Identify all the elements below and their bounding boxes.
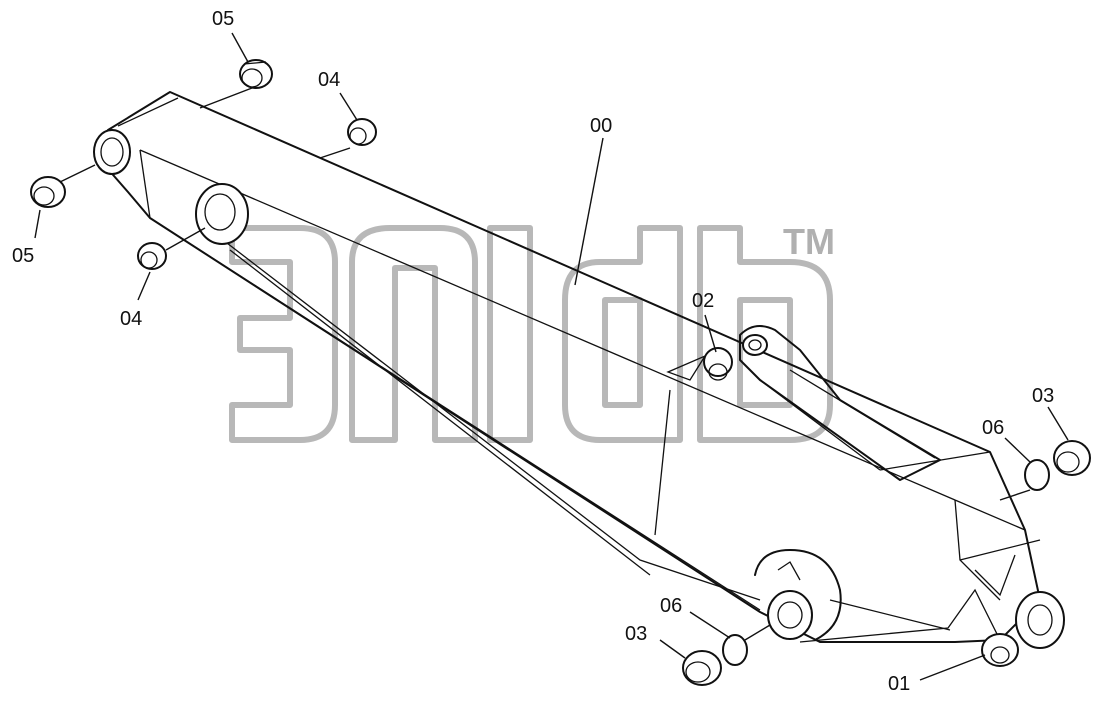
label-05-left: 05	[12, 245, 34, 267]
label-06-right: 06	[982, 417, 1004, 439]
label-03-right: 03	[1032, 385, 1054, 407]
label-05-top: 05	[212, 8, 234, 30]
ring-06-right	[1024, 459, 1050, 491]
leader-lines	[34, 32, 1069, 681]
bushing-04-top	[347, 118, 377, 146]
label-01: 01	[888, 673, 910, 695]
bushing-03-bottom	[682, 650, 722, 686]
watermark-logo: TM	[229, 221, 835, 443]
ring-06-bottom	[722, 634, 748, 666]
boom-body	[93, 91, 1065, 667]
bushing-04-left	[137, 242, 167, 270]
label-04-top: 04	[318, 69, 340, 91]
bushing-03-right	[1053, 440, 1091, 476]
label-03-bottom: 03	[625, 623, 647, 645]
bushing-05-left	[30, 176, 66, 208]
label-06-bottom: 06	[660, 595, 682, 617]
label-04-left: 04	[120, 308, 142, 330]
bushing-05-top	[239, 59, 273, 89]
label-02: 02	[692, 290, 714, 312]
watermark-tm: TM	[783, 221, 835, 262]
label-00-main: 00	[590, 115, 612, 137]
